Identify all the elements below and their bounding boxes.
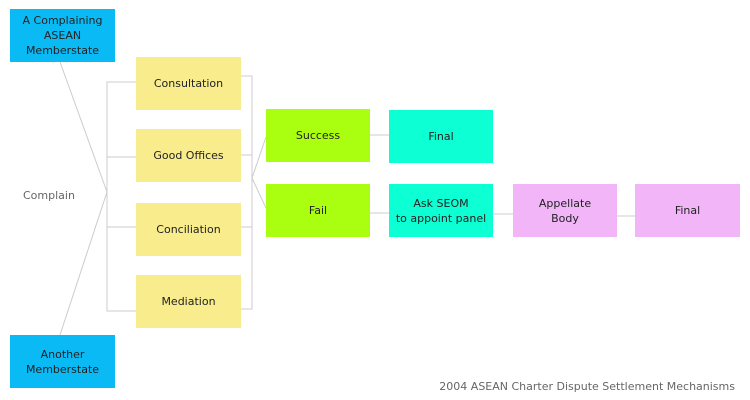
- complainant-box: A Complaining ASEAN Memberstate: [10, 9, 115, 62]
- appeal-final-box: Final: [635, 184, 740, 237]
- connector-success: [251, 136, 267, 179]
- ask-seom-box: Ask SEOM to appoint panel: [389, 184, 493, 237]
- outcome-fail: Fail: [266, 184, 370, 237]
- method-conciliation: Conciliation: [136, 203, 241, 256]
- method-mediation: Mediation: [136, 275, 241, 328]
- connector-respondent: [59, 191, 108, 336]
- right-bracket: [241, 75, 253, 310]
- outcome-success: Success: [266, 109, 370, 162]
- connector-complainant: [59, 61, 108, 193]
- success-final-box: Final: [389, 110, 493, 163]
- appellate-body-box: Appellate Body: [513, 184, 617, 237]
- method-consultation: Consultation: [136, 57, 241, 110]
- method-good-offices: Good Offices: [136, 129, 241, 182]
- left-bracket: [106, 81, 136, 312]
- connector-fail: [251, 177, 267, 209]
- respondent-box: Another Memberstate: [10, 335, 115, 388]
- caption: 2004 ASEAN Charter Dispute Settlement Me…: [439, 380, 735, 393]
- complain-label: Complain: [23, 189, 75, 202]
